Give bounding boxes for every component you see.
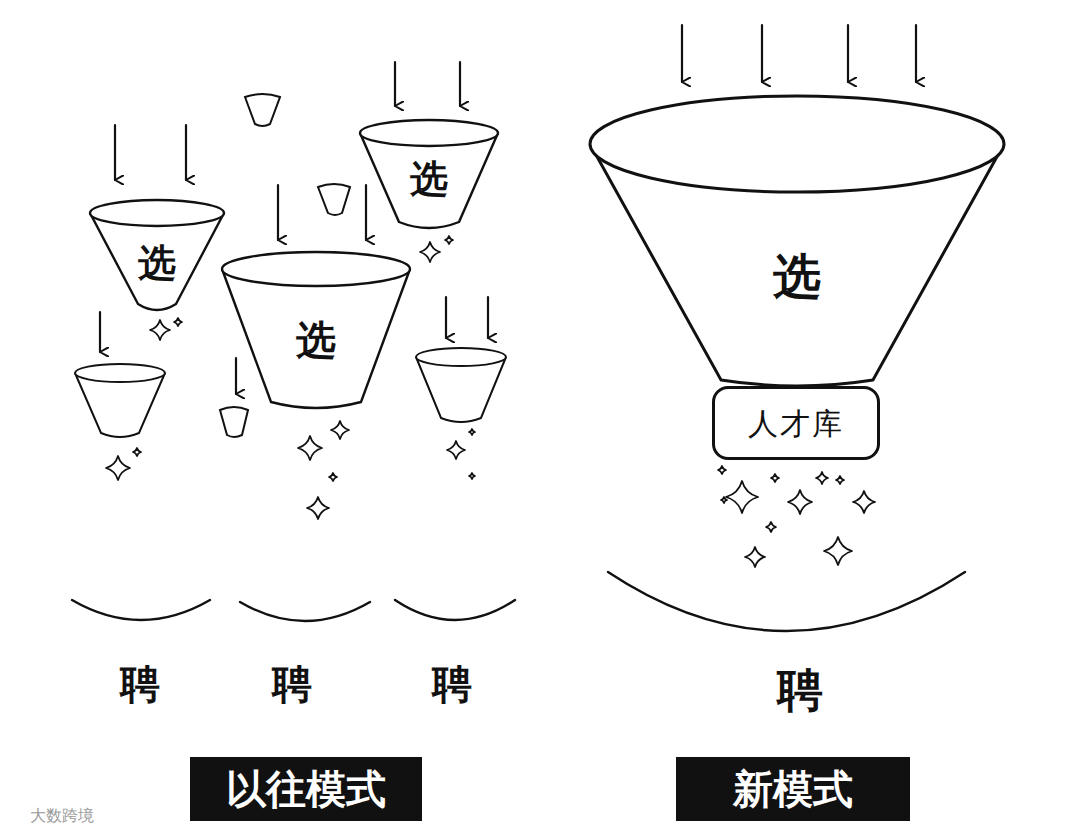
funnel-outline bbox=[588, 94, 1006, 388]
sparkle bbox=[469, 429, 475, 435]
recruit-label: 聘 bbox=[272, 662, 312, 706]
mode-title: 以往模式 bbox=[226, 767, 386, 811]
watermark: 大数跨境 bbox=[30, 807, 94, 825]
sparkle bbox=[836, 476, 844, 484]
sparkle bbox=[745, 547, 765, 567]
select-label: 选 bbox=[773, 250, 821, 303]
sparkle bbox=[816, 472, 828, 484]
recruit-label: 聘 bbox=[432, 662, 472, 706]
sparkle bbox=[420, 242, 440, 262]
select-label: 选 bbox=[138, 243, 176, 285]
sparkle bbox=[307, 497, 329, 519]
sparkle bbox=[174, 318, 182, 326]
pool-label: 人才库 bbox=[748, 407, 844, 440]
sparkle bbox=[721, 497, 727, 503]
sparkle bbox=[298, 436, 322, 460]
select-funnel: 选 bbox=[588, 94, 1006, 388]
talent-pool-band: 人才库 bbox=[712, 386, 880, 460]
sparkle bbox=[445, 236, 453, 244]
sparkle bbox=[771, 474, 779, 482]
sparkle bbox=[726, 481, 758, 513]
sparkle bbox=[331, 421, 349, 439]
recruit-label: 聘 bbox=[120, 662, 160, 706]
empty-funnels bbox=[75, 94, 506, 437]
sparkle bbox=[329, 473, 337, 481]
sparkle bbox=[447, 441, 465, 459]
select-funnel: 选 bbox=[88, 198, 226, 312]
sparkle bbox=[766, 522, 776, 532]
sparkle bbox=[788, 490, 812, 514]
sparkle bbox=[718, 466, 726, 474]
sparkle bbox=[150, 320, 170, 340]
select-funnel: 选 bbox=[358, 118, 500, 230]
recruit-arcs bbox=[72, 572, 965, 631]
select-label: 选 bbox=[410, 159, 448, 201]
select-label: 选 bbox=[296, 318, 336, 362]
mode-title: 新模式 bbox=[733, 767, 853, 811]
mode-title-box: 新模式 bbox=[676, 757, 910, 821]
sparkle bbox=[824, 537, 852, 565]
sparkle bbox=[106, 456, 130, 480]
select-funnel: 选 bbox=[220, 250, 412, 410]
recruit-label: 聘 bbox=[777, 665, 823, 716]
sparkle bbox=[133, 448, 141, 456]
sparkle bbox=[469, 473, 475, 479]
sparkle bbox=[853, 491, 875, 513]
mode-title-box: 以往模式 bbox=[190, 757, 422, 821]
